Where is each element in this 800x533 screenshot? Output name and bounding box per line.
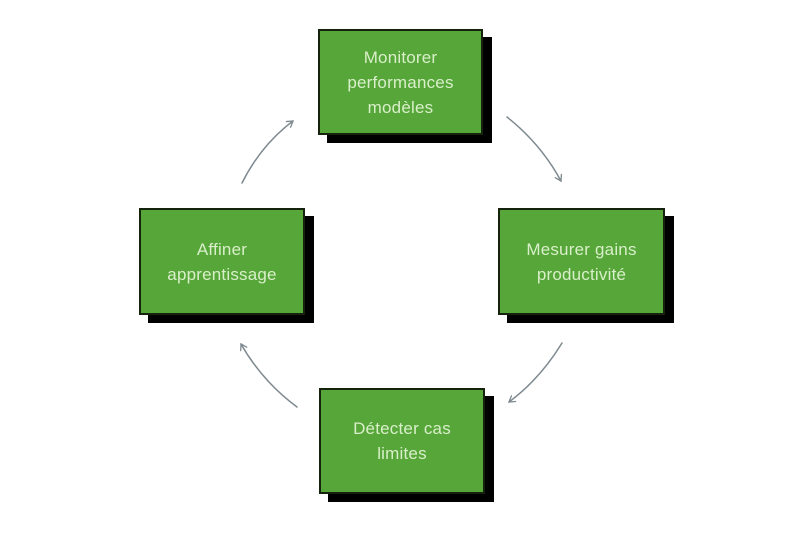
node-mesurer-gains-label: Mesurer gains productivité [526,239,637,284]
arrow-right-to-bottom-icon [508,342,563,403]
node-monitor-performances-label: Monitorer performances modèles [347,47,454,117]
node-detecter-cas-limites: Détecter cas limites [319,388,485,494]
node-affiner-apprentissage: Affiner apprentissage [139,208,305,315]
arrow-top-to-right-icon [506,116,563,183]
node-affiner-apprentissage-label: Affiner apprentissage [167,239,277,284]
arrow-left-to-top-icon [241,120,294,184]
node-detecter-cas-limites-label: Détecter cas limites [353,419,451,463]
arrow-bottom-to-left-icon [240,342,298,408]
node-monitor-performances: Monitorer performances modèles [318,29,483,135]
node-mesurer-gains: Mesurer gains productivité [498,208,665,315]
